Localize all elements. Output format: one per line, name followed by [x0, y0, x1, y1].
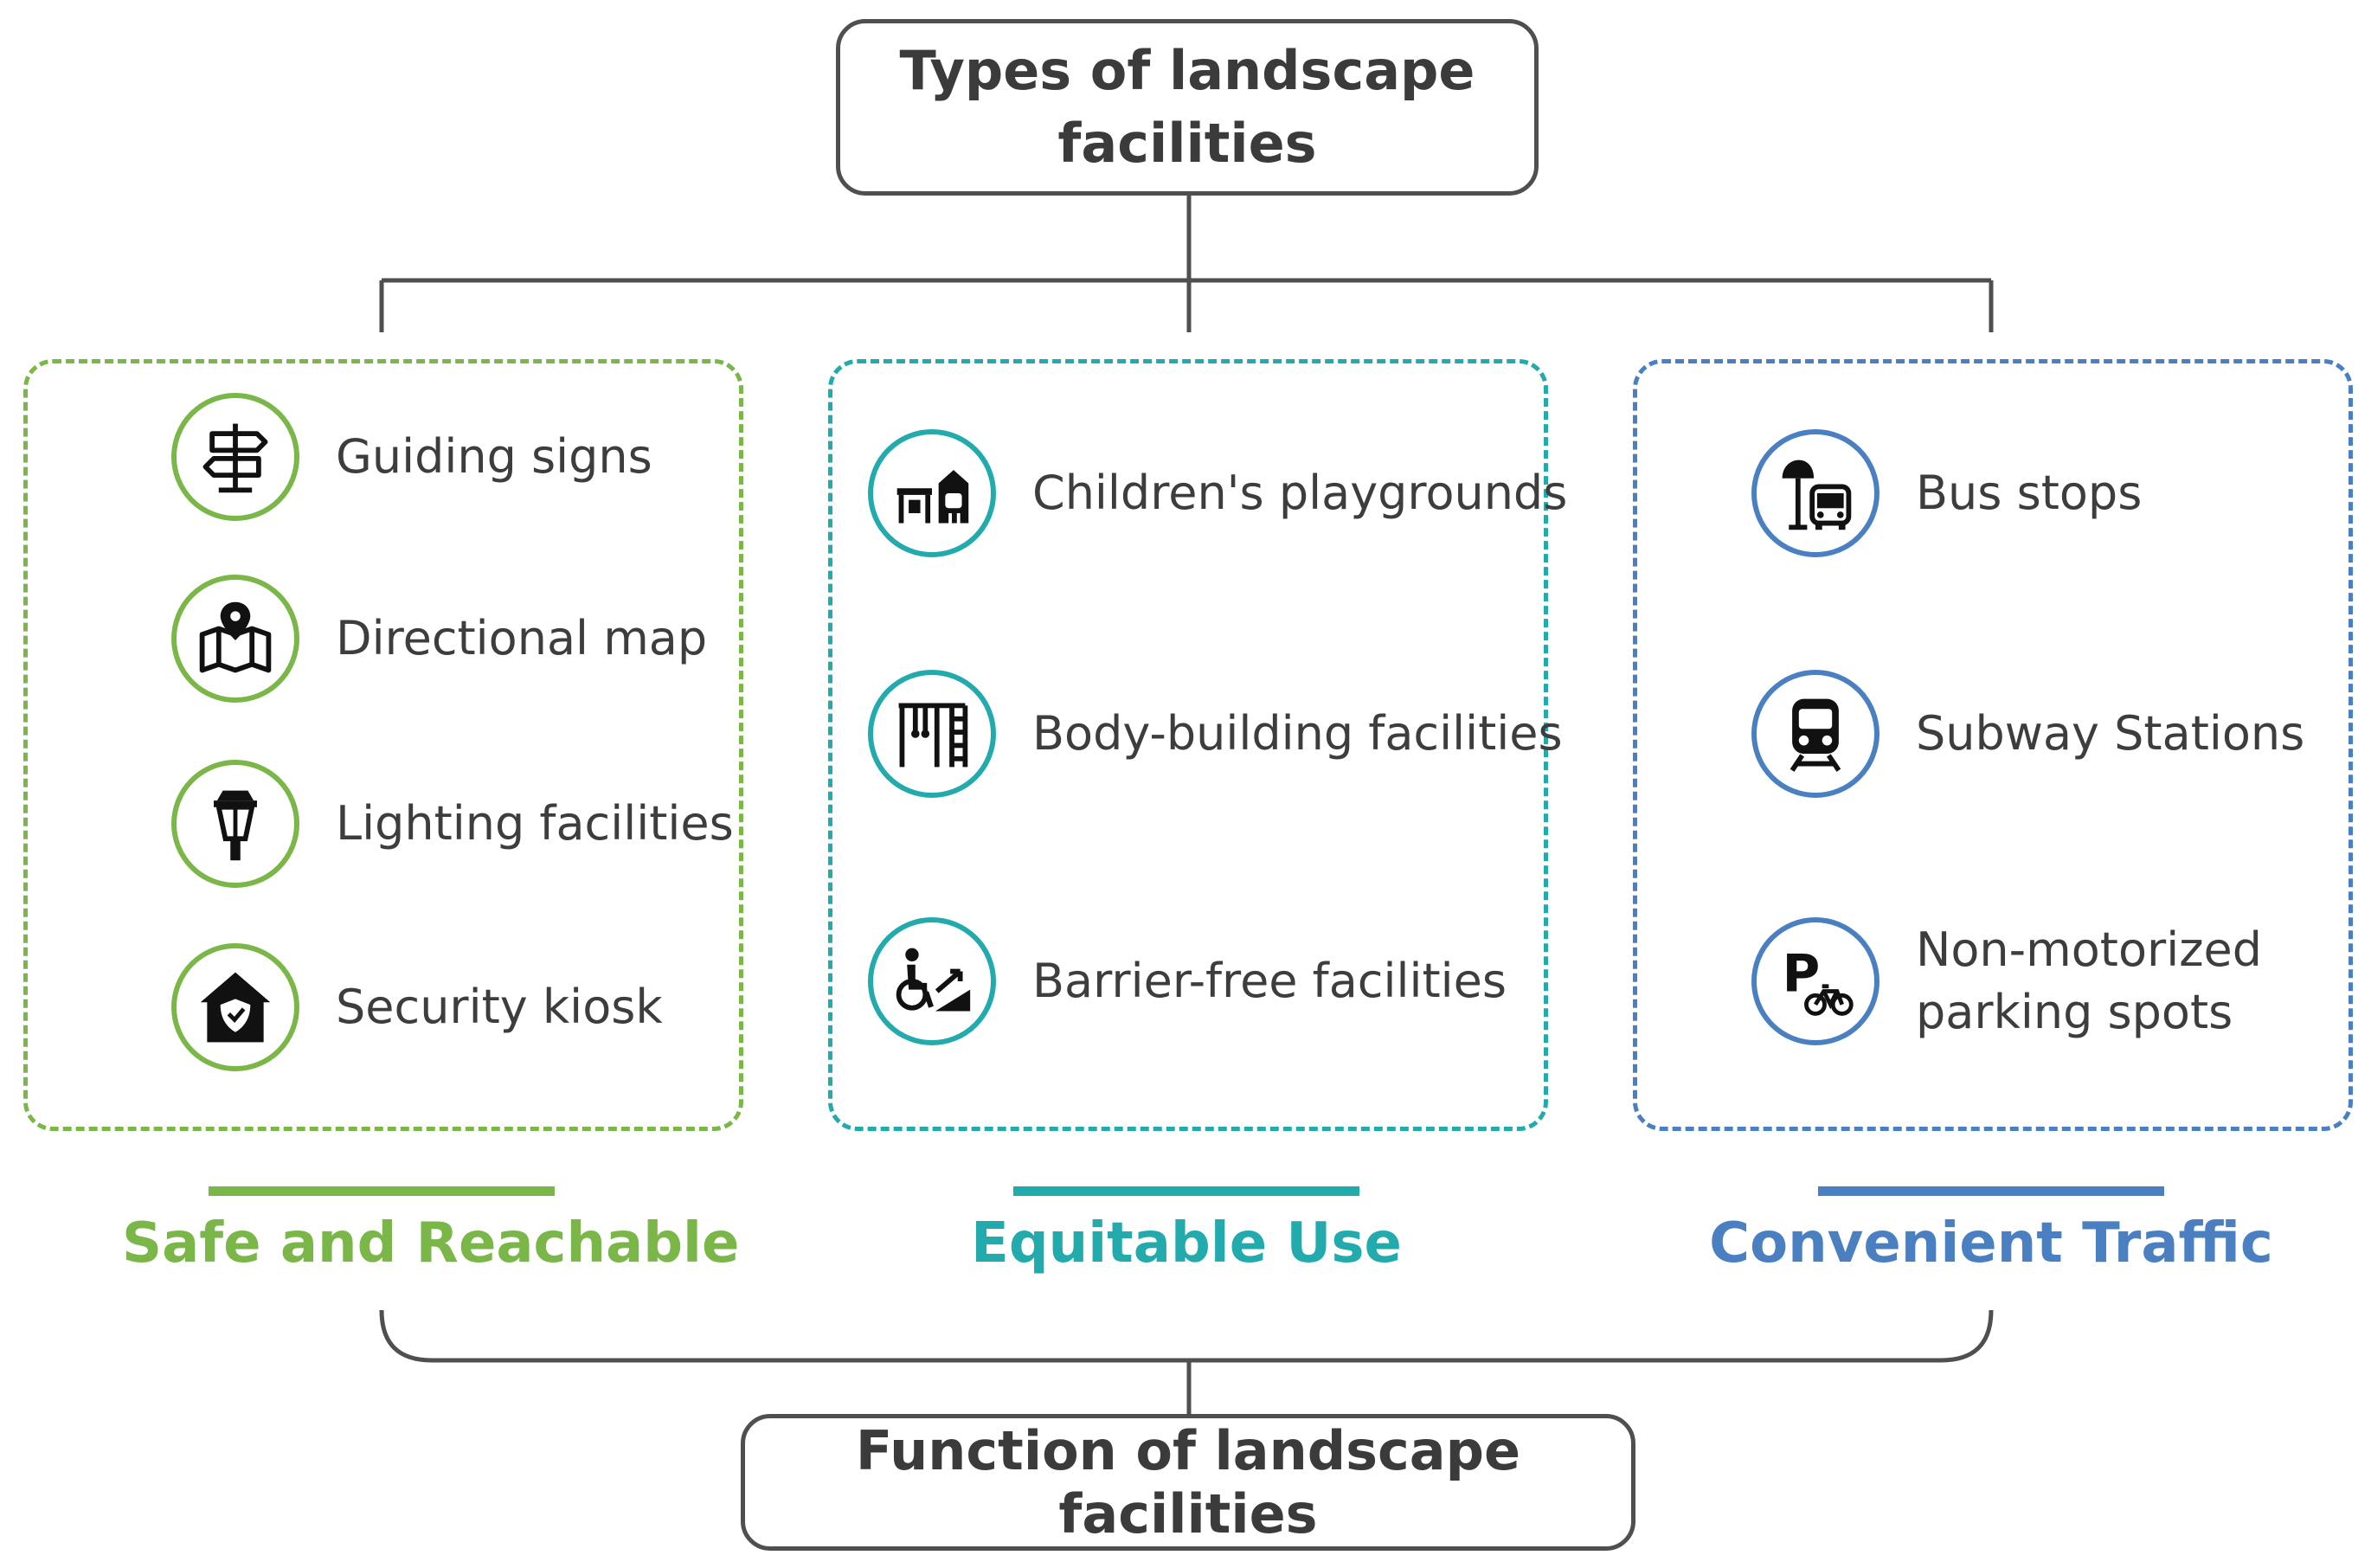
security-house-icon — [171, 943, 299, 1071]
item-label: Subway Stations — [1916, 706, 2305, 761]
list-item-childrens-playgrounds: Children's playgrounds — [868, 429, 1567, 557]
convenient-accent-bar — [1818, 1186, 2164, 1196]
item-label: Directional map — [336, 611, 708, 665]
item-label: Children's playgrounds — [1032, 466, 1568, 520]
item-label: Lighting facilities — [336, 796, 734, 851]
function-title-box: Function of landscape facilities — [741, 1414, 1635, 1551]
wheelchair-ramp-icon — [868, 917, 996, 1045]
convenient-traffic-panel — [1633, 359, 2353, 1131]
bike-parking-icon: P — [1751, 917, 1879, 1045]
street-lamp-icon — [171, 760, 299, 888]
list-item-guiding-signs: Guiding signs — [171, 393, 652, 521]
playground-icon — [868, 429, 996, 557]
map-pin-icon — [171, 575, 299, 703]
subway-train-icon — [1751, 670, 1879, 798]
function-title: Function of landscape facilities — [855, 1419, 1521, 1546]
safe-accent-bar — [209, 1186, 555, 1196]
item-label: Guiding signs — [336, 429, 652, 484]
item-label-line-1: Non-motorized — [1916, 922, 2263, 977]
equitable-use-panel — [828, 359, 1548, 1131]
bus-stop-icon — [1751, 429, 1879, 557]
item-label-line-2: parking spots — [1916, 985, 2233, 1039]
function-label-equitable: Equitable Use — [971, 1211, 1402, 1276]
list-item-bus-stops: Bus stops — [1751, 429, 2142, 557]
item-label: Barrier-free facilities — [1032, 954, 1507, 1008]
safe-reachable-panel — [23, 359, 743, 1131]
list-item-body-building-facilities: Body-building facilities — [868, 670, 1563, 798]
function-label-safe: Safe and Reachable — [122, 1211, 740, 1276]
list-item-directional-map: Directional map — [171, 575, 707, 703]
function-label-convenient: Convenient Traffic — [1709, 1211, 2273, 1276]
types-title: Types of landscape facilities — [899, 39, 1475, 175]
types-title-box: Types of landscape facilities — [836, 19, 1539, 196]
list-item-non-motorized-parking: P Non-motorized parking spots — [1751, 917, 2262, 1045]
equitable-accent-bar — [1013, 1186, 1359, 1196]
signpost-icon — [171, 393, 299, 521]
item-label: Non-motorized parking spots — [1916, 919, 2262, 1044]
list-item-subway-stations: Subway Stations — [1751, 670, 2304, 798]
list-item-lighting-facilities: Lighting facilities — [171, 760, 734, 888]
list-item-barrier-free-facilities: Barrier-free facilities — [868, 917, 1507, 1045]
item-label: Body-building facilities — [1032, 706, 1563, 761]
list-item-security-kiosk: Security kiosk — [171, 943, 663, 1071]
item-label: Security kiosk — [336, 980, 663, 1034]
item-label: Bus stops — [1916, 466, 2143, 520]
fitness-equipment-icon — [868, 670, 996, 798]
